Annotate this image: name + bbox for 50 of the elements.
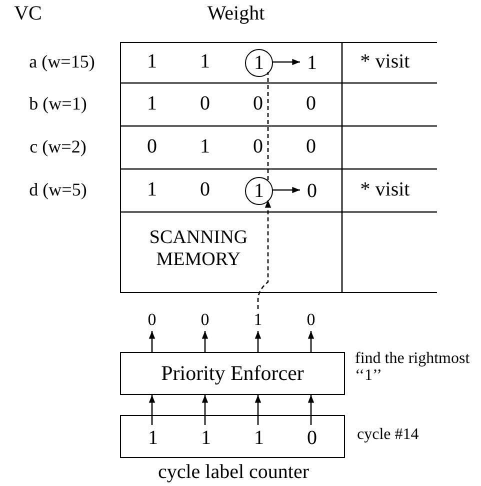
row-label: a (w=15) [29, 52, 95, 72]
bit-value: 1 [147, 50, 157, 74]
output-bit: 1 [248, 309, 268, 331]
memory-title: SCANNING MEMORY [148, 227, 249, 271]
circled-bit: 1 [245, 177, 273, 205]
counter-caption: cycle label counter [156, 461, 310, 484]
arrow [272, 58, 300, 66]
output-bit: 0 [142, 309, 162, 331]
row-label: c (w=2) [30, 136, 86, 158]
arrow [148, 395, 156, 425]
annotation-note: * visit [360, 50, 410, 74]
bit-value: 0 [306, 92, 316, 116]
scanning-memory-table [120, 42, 437, 293]
bit-value: 1 [147, 178, 157, 202]
annotation-note: * visit [360, 178, 410, 202]
row-label: b (w=1) [29, 94, 87, 114]
arrow [272, 186, 300, 194]
arrow [148, 331, 156, 352]
bit-value: 0 [253, 136, 263, 158]
counter-bit: 1 [143, 426, 163, 450]
arrow [308, 395, 314, 425]
bit-value: 1 [200, 136, 210, 158]
circled-bit: 1 [245, 49, 273, 77]
column-header: VC [14, 2, 42, 26]
bit-value: 1 [301, 51, 323, 75]
output-bit: 0 [301, 309, 321, 331]
row-label: d (w=5) [29, 180, 87, 200]
bit-value: 0 [147, 136, 157, 158]
column-header: Weight [207, 2, 265, 26]
bit-value: 0 [301, 179, 323, 203]
bit-value: 0 [306, 136, 316, 158]
bit-value: 0 [253, 92, 263, 116]
priority-enforcer-box: Priority Enforcer [120, 352, 345, 395]
arrow [254, 395, 262, 425]
counter-bit: 1 [196, 426, 216, 450]
arrow [257, 200, 272, 309]
bit-value: 0 [200, 178, 210, 202]
counter-bit: 0 [302, 426, 322, 450]
bit-value: 1 [147, 92, 157, 116]
counter-bit: 1 [249, 426, 269, 450]
arrow [254, 331, 262, 352]
arrow [202, 331, 208, 352]
arrow [308, 331, 314, 352]
bit-value: 1 [200, 50, 210, 74]
output-bit: 0 [195, 309, 215, 331]
annotation-note: cycle #14 [357, 426, 420, 443]
annotation-note: find the rightmost ‘‘1’’ [355, 350, 471, 384]
connector-line [267, 72, 269, 180]
arrow [202, 395, 208, 425]
bit-value: 0 [200, 92, 210, 116]
